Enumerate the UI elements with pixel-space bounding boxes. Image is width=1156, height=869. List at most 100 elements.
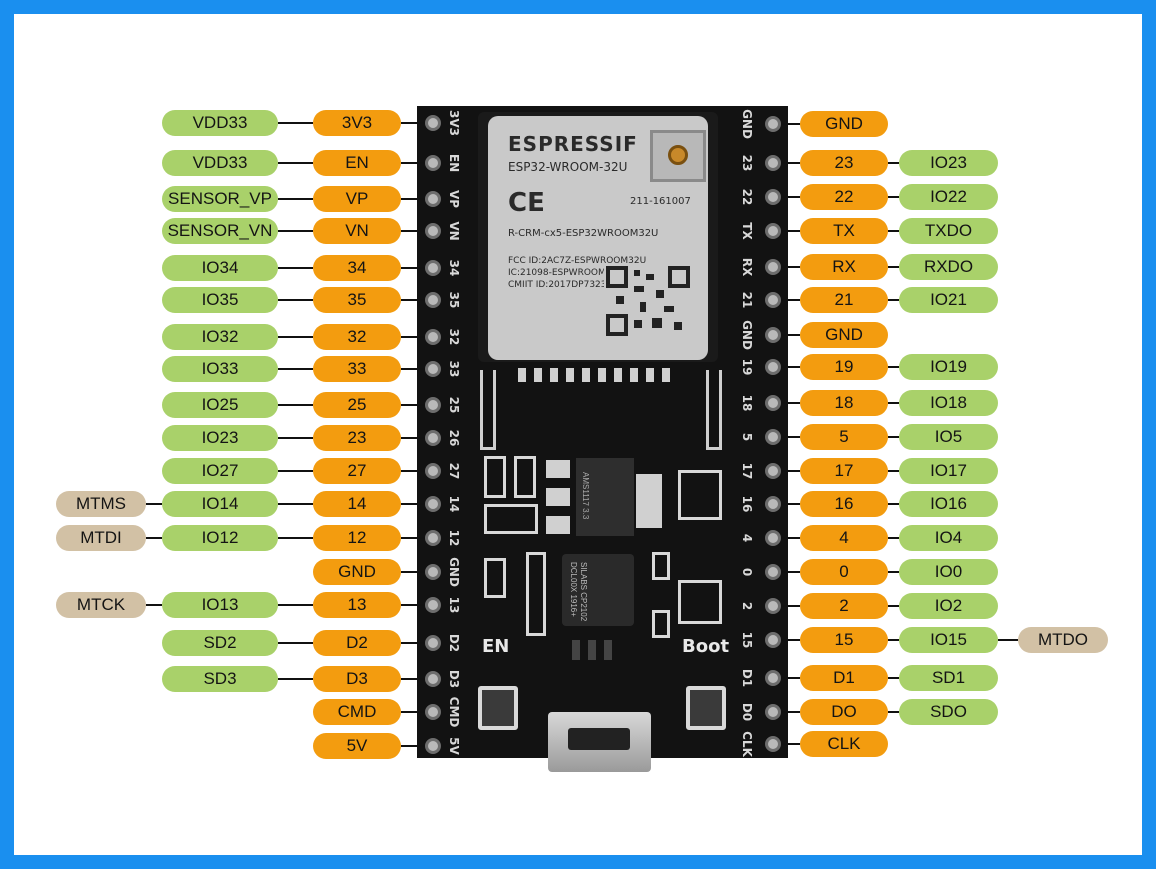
connector-line <box>278 336 313 338</box>
module-ic: IC:21098-ESPWROOM32U <box>508 268 624 278</box>
silk-label-right: GND <box>740 320 754 350</box>
header-pin-right <box>765 670 781 686</box>
function-label-left: IO33 <box>162 356 278 382</box>
silk-label-left: D3 <box>447 669 461 689</box>
silk-label-right: 21 <box>740 291 754 309</box>
function-label-left: IO35 <box>162 287 278 313</box>
header-pin-left <box>425 361 441 377</box>
pin-label-left: CMD <box>313 699 401 725</box>
boot-button[interactable] <box>686 686 726 730</box>
function-label-right: IO18 <box>899 390 998 416</box>
pin-label-left: 34 <box>313 255 401 281</box>
pin-label-right: TX <box>800 218 888 244</box>
connector-line <box>888 503 899 505</box>
connector-line <box>781 162 800 164</box>
header-pin-left <box>425 329 441 345</box>
micro-usb-connector <box>548 712 651 772</box>
capacitor-3 <box>652 552 670 580</box>
silk-label-left: 27 <box>447 462 461 480</box>
connector-line <box>781 123 800 125</box>
alt-label-left: MTCK <box>56 592 146 618</box>
connector-line <box>401 537 425 539</box>
header-pin-right <box>765 116 781 132</box>
pin-label-right: 4 <box>800 525 888 551</box>
en-silk-label: EN <box>482 636 510 657</box>
pin-label-right: 16 <box>800 491 888 517</box>
connector-line <box>146 537 162 539</box>
function-label-left: IO25 <box>162 392 278 418</box>
silk-label-left: 13 <box>447 596 461 614</box>
led <box>484 558 506 598</box>
function-label-left: SENSOR_VN <box>162 218 278 244</box>
connector-line <box>781 299 800 301</box>
header-pin-right <box>765 259 781 275</box>
capacitor-2 <box>514 456 536 498</box>
connector-line <box>401 368 425 370</box>
connector-line <box>401 745 425 747</box>
connector-line <box>401 299 425 301</box>
connector-line <box>401 711 425 713</box>
connector-line <box>888 537 899 539</box>
connector-line <box>401 503 425 505</box>
connector-line <box>888 711 899 713</box>
silk-label-left: GND <box>447 557 461 587</box>
header-pin-left <box>425 223 441 239</box>
connector-line <box>888 266 899 268</box>
silk-label-left: VN <box>447 221 461 241</box>
silk-label-left: D2 <box>447 633 461 653</box>
connector-line <box>401 336 425 338</box>
silk-label-right: 23 <box>740 154 754 172</box>
pin-label-left: 3V3 <box>313 110 401 136</box>
header-pin-right <box>765 632 781 648</box>
connector-line <box>278 230 313 232</box>
silk-label-right: 16 <box>740 495 754 513</box>
pin-label-right: 19 <box>800 354 888 380</box>
pin-label-right: 21 <box>800 287 888 313</box>
connector-line <box>781 677 800 679</box>
header-pin-left <box>425 564 441 580</box>
connector-line <box>888 436 899 438</box>
pin-label-left: 14 <box>313 491 401 517</box>
module-model: ESP32-WROOM-32U <box>508 160 628 174</box>
connector-line <box>401 404 425 406</box>
pin-label-right: RX <box>800 254 888 280</box>
connector-line <box>781 436 800 438</box>
boot-silk-label: Boot <box>682 636 730 657</box>
header-pin-right <box>765 223 781 239</box>
connector-line <box>888 299 899 301</box>
function-label-left: SD3 <box>162 666 278 692</box>
function-label-right: IO2 <box>899 593 998 619</box>
header-pin-left <box>425 260 441 276</box>
pin-label-left: 25 <box>313 392 401 418</box>
usb-uart-chip: SILABS CP2102 DCL00X 1916+ <box>562 554 634 626</box>
module-fcc: FCC ID:2AC7Z-ESPWROOM32U <box>508 256 647 266</box>
pin-label-left: EN <box>313 150 401 176</box>
connector-line <box>401 437 425 439</box>
header-pin-left <box>425 430 441 446</box>
function-label-left: SD2 <box>162 630 278 656</box>
connector-line <box>401 162 425 164</box>
function-label-right: IO22 <box>899 184 998 210</box>
ldo-tab <box>636 474 662 528</box>
function-label-right: RXDO <box>899 254 998 280</box>
antenna-connector <box>650 130 706 182</box>
transistor-1 <box>678 470 722 520</box>
connector-line <box>888 605 899 607</box>
header-pin-right <box>765 530 781 546</box>
connector-line <box>278 368 313 370</box>
pin-label-left: 32 <box>313 324 401 350</box>
connector-line <box>401 571 425 573</box>
module-cert1: 211-161007 <box>630 196 691 207</box>
connector-line <box>278 470 313 472</box>
connector-line <box>781 334 800 336</box>
silk-label-left: VP <box>447 189 461 209</box>
connector-line <box>781 230 800 232</box>
silk-label-right: GND <box>740 109 754 139</box>
connector-line <box>278 267 313 269</box>
function-label-right: IO19 <box>899 354 998 380</box>
function-label-left: IO27 <box>162 458 278 484</box>
silk-label-left: 35 <box>447 291 461 309</box>
en-button[interactable] <box>478 686 518 730</box>
silk-label-right: 22 <box>740 188 754 206</box>
connector-line <box>401 678 425 680</box>
